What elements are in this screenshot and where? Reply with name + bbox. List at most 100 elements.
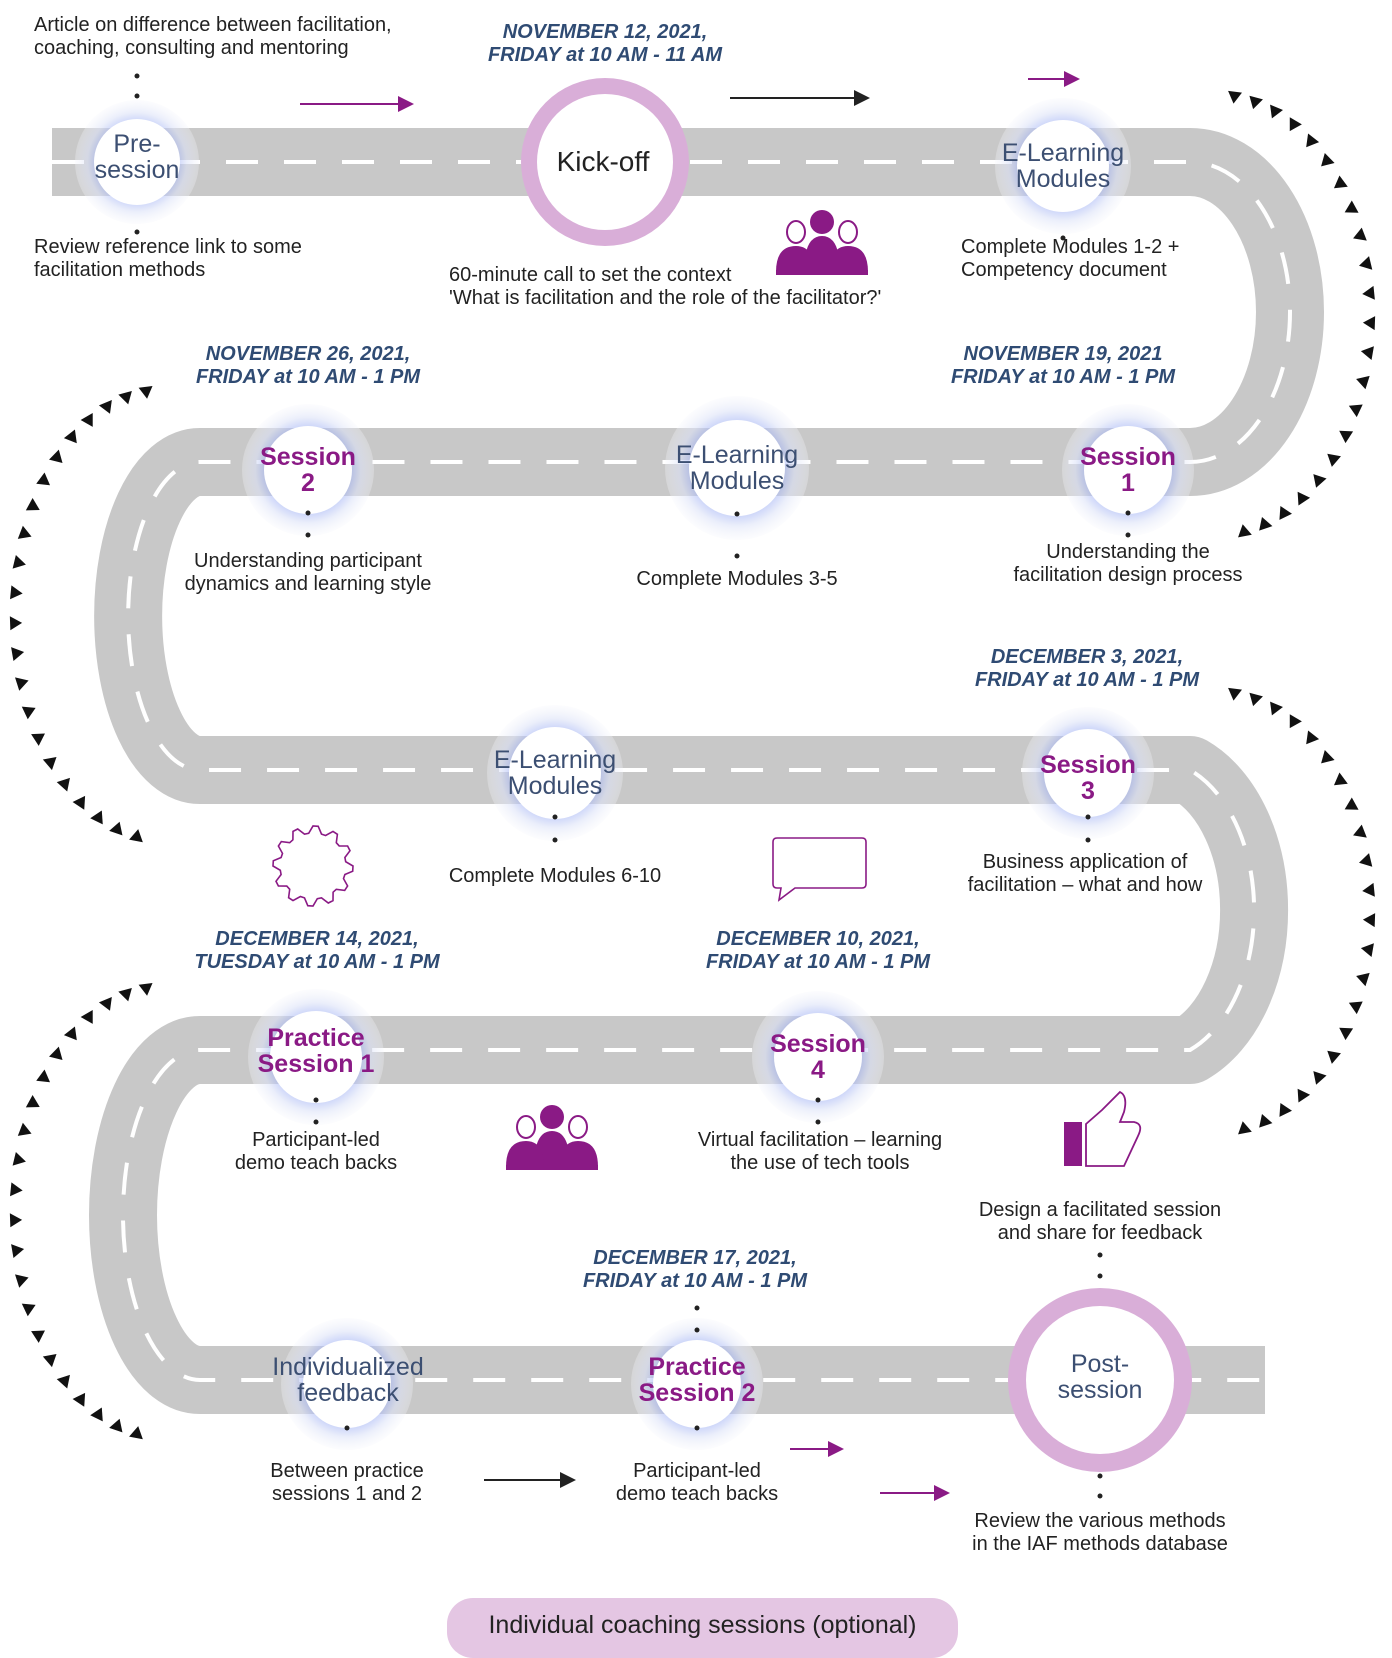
triangle-mark [56, 777, 70, 792]
triangle-mark [49, 1046, 63, 1060]
triangle-mark [72, 1392, 86, 1407]
triangle-mark [1238, 1121, 1252, 1135]
triangle-mark [1362, 913, 1376, 928]
practice1-date: DECEMBER 14, 2021,TUESDAY at 10 AM - 1 P… [194, 928, 440, 973]
practice2-marker [631, 1318, 763, 1450]
session3-date: DECEMBER 3, 2021,FRIDAY at 10 AM - 1 PM [974, 646, 1200, 691]
triangle-mark [1358, 853, 1373, 867]
triangle-mark [1360, 943, 1374, 958]
triangle-mark [1259, 516, 1273, 531]
triangle-mark [1270, 104, 1283, 119]
elearning2-note: Complete Modules 3-5 [636, 568, 838, 590]
triangle-mark [1333, 772, 1348, 786]
triangle-mark [25, 1095, 40, 1108]
triangle-mark [15, 677, 29, 691]
triangle-mark [1362, 285, 1375, 300]
triangle-mark [1306, 730, 1320, 745]
group-people-icon [506, 1105, 598, 1170]
triangle-mark [36, 1069, 51, 1083]
triangle-mark [1360, 346, 1374, 361]
elearning3-note: Complete Modules 6-10 [448, 865, 662, 887]
triangle-mark [1353, 824, 1367, 838]
coaching-banner: Individual coaching sessions (optional) [447, 1598, 958, 1658]
feedback-marker [281, 1318, 413, 1450]
triangle-mark [1356, 972, 1370, 987]
triangle-mark [63, 429, 77, 444]
triangle-mark [11, 1244, 25, 1258]
triangle-mark [42, 1353, 57, 1368]
session2-marker [242, 404, 374, 536]
triangle-mark [1321, 152, 1335, 167]
triangle-mark [1228, 90, 1242, 104]
triangle-mark [1344, 797, 1359, 810]
triangle-mark [1362, 882, 1375, 897]
triangle-mark [1356, 375, 1370, 390]
triangle-mark [1306, 133, 1320, 148]
triangle-mark [1362, 316, 1376, 331]
triangle-mark [138, 385, 153, 399]
triangle-mark [1313, 1071, 1327, 1085]
speech-bubble-icon [772, 837, 867, 902]
elearning2-marker [665, 396, 809, 540]
triangle-mark [36, 472, 51, 486]
triangle-mark [1313, 474, 1327, 488]
triangle-mark [1344, 200, 1359, 213]
triangle-mark [118, 390, 132, 405]
triangle-mark [98, 399, 112, 414]
triangle-mark [10, 585, 23, 600]
triangle-mark [1353, 227, 1367, 241]
triangle-mark [1238, 524, 1252, 538]
kickoff-note: 60-minute call to set the context'What i… [449, 264, 882, 309]
practice2-date: DECEMBER 17, 2021,FRIDAY at 10 AM - 1 PM [582, 1247, 808, 1292]
gear-icon [272, 825, 354, 907]
triangle-mark [1249, 95, 1263, 110]
triangle-mark [1259, 1113, 1273, 1128]
triangle-mark [1279, 506, 1292, 520]
triangle-mark [9, 616, 23, 631]
triangle-mark [56, 1374, 70, 1389]
triangle-mark [1339, 1027, 1354, 1041]
elearning1-note: Complete Modules 1-2 +Competency documen… [961, 236, 1180, 281]
post-session-marker [1008, 1288, 1192, 1472]
triangle-mark [1289, 117, 1302, 132]
triangle-mark [109, 821, 123, 836]
pre-session-top-note: Article on difference between facilitati… [34, 14, 392, 59]
session4-date: DECEMBER 10, 2021,FRIDAY at 10 AM - 1 PM [705, 928, 931, 973]
triangle-mark [1327, 453, 1341, 467]
triangle-mark [42, 756, 57, 771]
triangle-mark [21, 1303, 36, 1317]
triangle-mark [72, 795, 86, 810]
triangle-mark [1339, 430, 1354, 444]
triangle-mark [1270, 701, 1283, 716]
kickoff-date: NOVEMBER 12, 2021,FRIDAY at 10 AM - 11 A… [487, 21, 723, 66]
triangle-mark [118, 987, 132, 1002]
triangle-mark [1297, 491, 1311, 506]
triangle-mark [109, 1418, 123, 1433]
group-people-icon [776, 210, 868, 275]
elearning3-marker [487, 705, 623, 841]
triangle-mark [49, 449, 63, 463]
triangle-mark [1333, 175, 1348, 189]
thumbs-up-icon [1064, 1090, 1142, 1167]
triangle-mark [1327, 1050, 1341, 1064]
triangle-mark [90, 1407, 103, 1422]
